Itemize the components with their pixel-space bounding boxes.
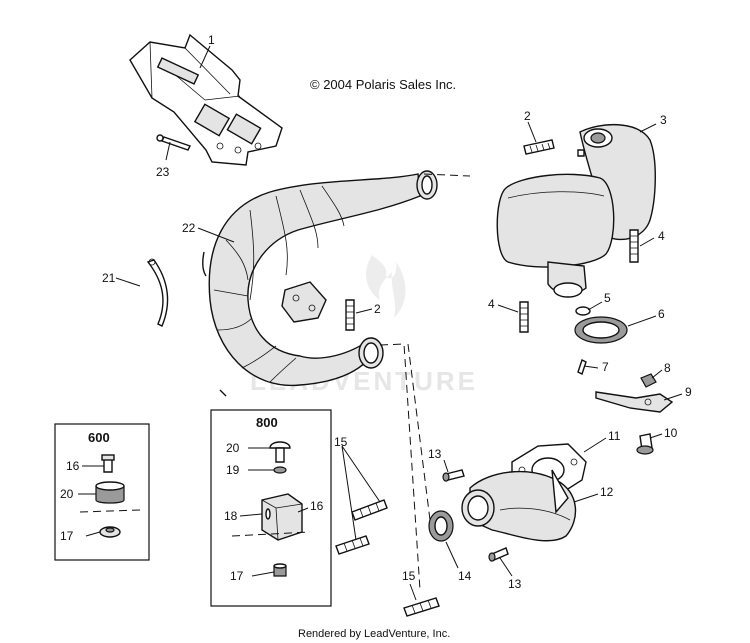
callout-15-bottom: 15 <box>402 569 416 583</box>
callout-15-center: 15 <box>334 435 348 449</box>
part-bolt-lower[interactable] <box>488 547 509 562</box>
box-600: 600 <box>54 423 150 561</box>
part-silencer[interactable] <box>496 124 656 298</box>
part-expansion-chamber[interactable] <box>201 170 438 397</box>
part-spring-center[interactable] <box>519 301 529 333</box>
box-600-title: 600 <box>88 430 110 445</box>
callout-20-box800: 20 <box>226 441 240 455</box>
part-strap[interactable] <box>146 258 169 327</box>
callout-13-upper: 13 <box>428 447 442 461</box>
callout-8: 8 <box>664 361 671 375</box>
callout-6: 6 <box>658 307 665 321</box>
part-spring-center-upper[interactable] <box>351 499 388 521</box>
callout-11: 11 <box>608 429 621 443</box>
callout-2-middle: 2 <box>374 302 381 316</box>
callout-4-center: 4 <box>488 297 495 311</box>
callouts: 1 2 2 3 4 4 5 6 7 8 9 10 11 12 13 13 14 … <box>60 33 692 591</box>
callout-12: 12 <box>600 485 614 499</box>
part-spring-middle[interactable] <box>345 299 355 331</box>
callout-18: 18 <box>224 509 238 523</box>
callout-17-box600: 17 <box>60 529 74 543</box>
part-bolt-right[interactable] <box>636 433 654 455</box>
callout-20-box600: 20 <box>60 487 74 501</box>
callout-9: 9 <box>685 385 692 399</box>
callout-17-box800: 17 <box>230 569 244 583</box>
callout-16-box600: 16 <box>66 459 80 473</box>
part-spring-center-lower[interactable] <box>335 535 370 555</box>
callout-21: 21 <box>102 271 116 285</box>
part-gasket-ring[interactable] <box>574 316 628 344</box>
part-nut[interactable] <box>640 373 657 388</box>
callout-16-box800: 16 <box>310 499 324 513</box>
part-exhaust-elbow[interactable] <box>461 469 577 542</box>
part-bracket-small[interactable] <box>595 391 674 413</box>
copyright-text: © 2004 Polaris Sales Inc. <box>310 77 456 92</box>
part-spring-right[interactable] <box>629 229 639 263</box>
callout-10: 10 <box>664 426 678 440</box>
part-bolt-upper[interactable] <box>442 469 465 482</box>
callout-19: 19 <box>226 463 240 477</box>
callout-1: 1 <box>208 33 215 47</box>
part-spring-bottom[interactable] <box>403 597 440 617</box>
box-800-title: 800 <box>256 415 278 430</box>
leader-lines <box>78 45 683 601</box>
part-washer[interactable] <box>575 306 591 316</box>
box-800: 800 <box>210 409 332 607</box>
callout-2-upper: 2 <box>524 109 531 123</box>
callout-23: 23 <box>156 165 170 179</box>
part-bracket[interactable] <box>129 33 283 166</box>
callout-14: 14 <box>458 569 472 583</box>
callout-5: 5 <box>604 291 611 305</box>
callout-13-lower: 13 <box>508 577 522 591</box>
callout-3: 3 <box>660 113 667 127</box>
part-spring-upper[interactable] <box>523 139 555 155</box>
part-cotter-pin[interactable] <box>577 359 587 375</box>
part-pin[interactable] <box>156 134 191 151</box>
callout-4-right: 4 <box>658 229 665 243</box>
footer-text: Rendered by LeadVenture, Inc. <box>298 628 450 640</box>
callout-7: 7 <box>602 360 609 374</box>
part-ring-gasket[interactable] <box>428 510 454 542</box>
callout-22: 22 <box>182 221 196 235</box>
